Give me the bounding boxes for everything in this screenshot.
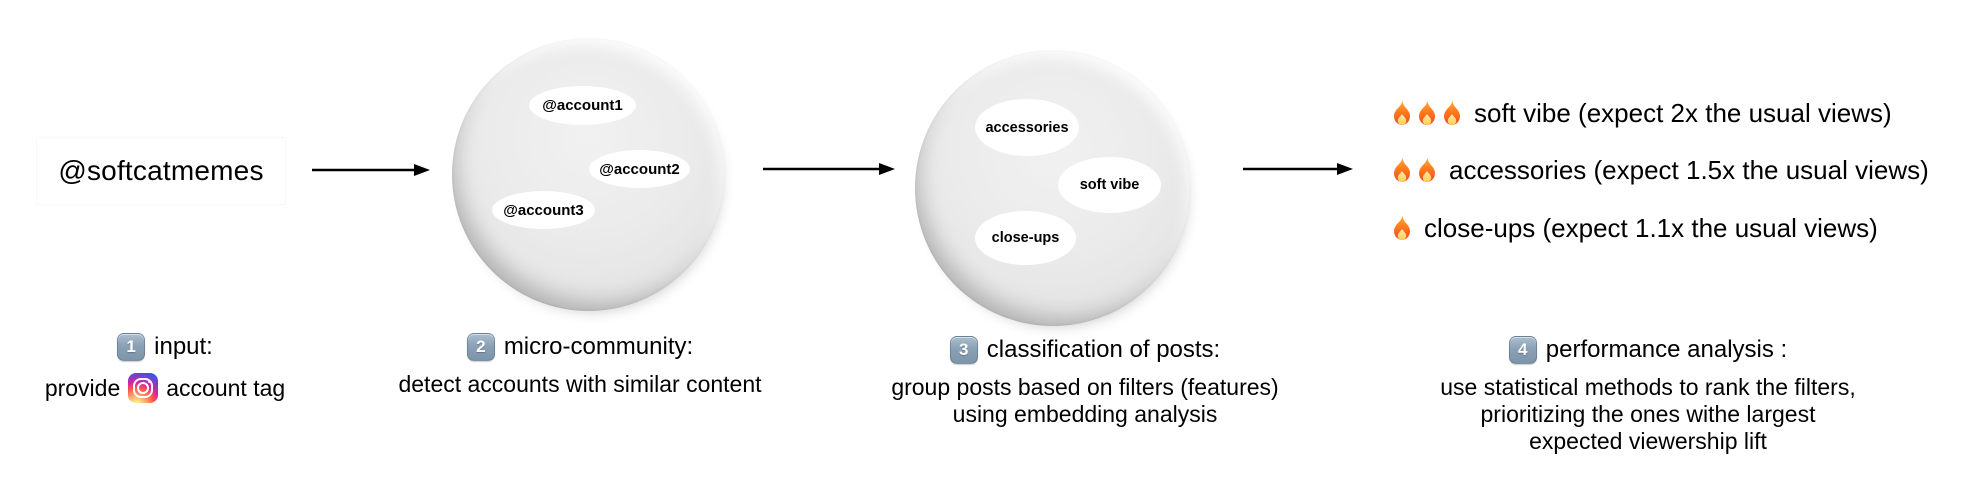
- arrow-right-icon: [763, 163, 895, 175]
- rank-label: accessories (expect 1.5x the usual views…: [1449, 155, 1929, 186]
- step4-caption: 4 performance analysis : use statistical…: [1408, 336, 1888, 455]
- step3-description: using embedding analysis: [952, 401, 1218, 427]
- step2-description: detect accounts with similar content: [398, 371, 762, 397]
- step4-description: use statistical methods to rank the filt…: [1440, 374, 1856, 400]
- fire-icon: [1390, 156, 1414, 185]
- fire-icon: [1415, 99, 1439, 128]
- rank-label: close-ups (expect 1.1x the usual views): [1424, 212, 1878, 243]
- rank-label: soft vibe (expect 2x the usual views): [1474, 98, 1892, 129]
- keycap-2-icon: 2: [466, 333, 495, 361]
- step4-title: 4 performance analysis :: [1408, 336, 1888, 364]
- fire-icon: [1440, 99, 1464, 128]
- instagram-icon: [128, 373, 159, 403]
- step3-title: 3 classification of posts:: [865, 336, 1305, 364]
- account-tag-label: @account3: [503, 201, 584, 219]
- step2-title: 2 micro-community:: [380, 333, 780, 361]
- step4-title-text: performance analysis :: [1545, 336, 1788, 363]
- step4-description: expected viewership lift: [1529, 428, 1767, 454]
- step2-caption: 2 micro-community: detect accounts with …: [380, 333, 780, 398]
- step1-caption: 1 input: provide account tag: [15, 333, 315, 405]
- step1-title-text: input:: [154, 333, 213, 360]
- rank-row: accessories (expect 1.5x the usual views…: [1390, 155, 1929, 186]
- input-account-card: @softcatmemes: [37, 138, 285, 214]
- cluster-bubble: accessories soft vibe close-ups: [915, 50, 1191, 326]
- account-handle: @softcatmemes: [58, 155, 264, 186]
- card-curl-shadow: [39, 201, 139, 214]
- flame-rating-2: [1390, 156, 1439, 185]
- card-curl-shadow: [1364, 264, 1464, 276]
- cluster-tag-label: accessories: [985, 119, 1069, 136]
- cluster-tag: soft vibe: [1058, 157, 1161, 213]
- step1-title: 1 input:: [15, 333, 315, 361]
- fire-icon: [1390, 214, 1414, 243]
- account-tag-label: @account2: [599, 160, 680, 178]
- arrow-right-icon: [1243, 163, 1353, 175]
- caption-text: account tag: [166, 375, 286, 401]
- cluster-tag: accessories: [975, 99, 1079, 156]
- account-tag: @account3: [492, 191, 595, 229]
- cluster-tag-label: soft vibe: [1079, 177, 1140, 193]
- step3-caption: 3 classification of posts: group posts b…: [865, 336, 1305, 428]
- arrow-right-icon: [312, 164, 430, 176]
- caption-text: provide: [44, 375, 121, 401]
- performance-ranking-card: soft vibe (expect 2x the usual views) ac…: [1362, 75, 1955, 276]
- account-tag: @account2: [589, 150, 690, 188]
- step2-title-text: micro-community:: [503, 333, 694, 360]
- keycap-3-icon: 3: [949, 336, 978, 364]
- step4-description: prioritizing the ones withe largest: [1480, 401, 1816, 427]
- flame-rating-1: [1390, 214, 1414, 243]
- keycap-4-icon: 4: [1508, 336, 1537, 364]
- fire-icon: [1415, 156, 1439, 185]
- community-bubble: @account1 @account2 @account3: [452, 38, 725, 311]
- rank-row: close-ups (expect 1.1x the usual views): [1390, 213, 1878, 244]
- keycap-1-icon: 1: [117, 333, 146, 361]
- step1-description: provide account tag: [15, 371, 315, 405]
- step3-description: group posts based on filters (features): [891, 374, 1279, 400]
- flame-rating-3: [1390, 99, 1464, 128]
- rank-row: soft vibe (expect 2x the usual views): [1390, 98, 1892, 129]
- cluster-tag-label: close-ups: [991, 230, 1060, 246]
- account-tag: @account1: [529, 86, 636, 125]
- fire-icon: [1390, 99, 1414, 128]
- cluster-tag: close-ups: [975, 211, 1076, 265]
- account-tag-label: @account1: [542, 97, 623, 114]
- step3-title-text: classification of posts:: [986, 336, 1221, 363]
